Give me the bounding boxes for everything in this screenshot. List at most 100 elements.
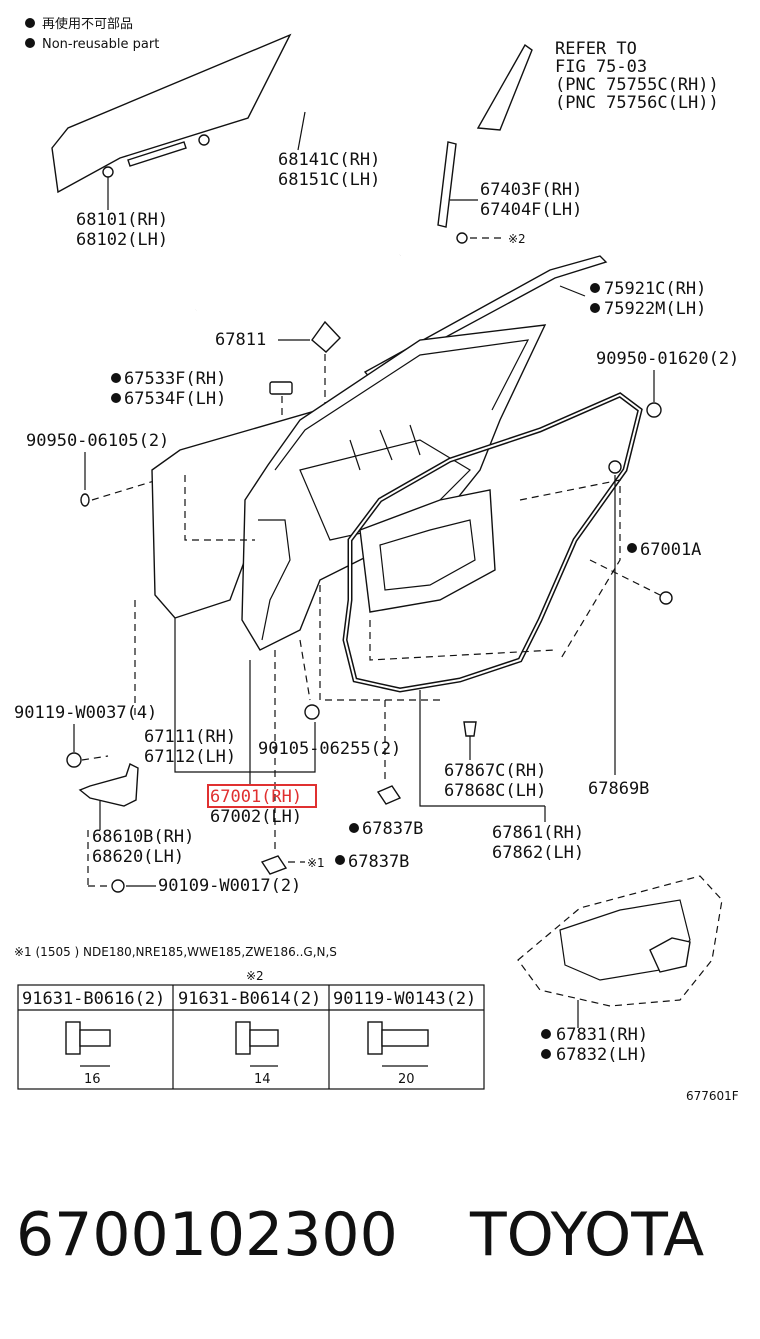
leader-line	[559, 285, 586, 297]
door-detail	[299, 439, 471, 541]
label-67811: 67811	[215, 330, 266, 350]
label-67403: 67403F(RH)	[480, 180, 582, 200]
mark-1: ※1	[307, 856, 325, 870]
label-67001: 67001(RH)	[210, 787, 302, 807]
door-hinge	[78, 763, 139, 807]
legend-dot-icon	[25, 18, 35, 28]
stopper-pad	[269, 381, 293, 395]
leader-dashed	[369, 620, 556, 661]
footer-part-number: 6700102300	[16, 1200, 398, 1270]
label-67111: 67111(RH)	[144, 727, 236, 747]
leader-line	[419, 690, 545, 807]
leader-line	[297, 111, 306, 151]
bolt-shank	[79, 1029, 111, 1047]
leader-dashed	[184, 475, 255, 541]
nonreusable-dot-icon	[111, 373, 121, 383]
label-90109: 90109-W0017(2)	[158, 876, 301, 896]
glass-bolt	[198, 134, 210, 146]
label-67837b: 67837B	[348, 852, 409, 872]
bolt-cell-1: 91631-B0616(2) 16	[22, 989, 165, 1087]
label-90105: 90105-06255(2)	[258, 739, 401, 759]
bolt-head	[367, 1021, 383, 1055]
nonreusable-dot-icon	[111, 393, 121, 403]
legend-dot-icon	[25, 38, 35, 48]
bolt-shank	[249, 1029, 279, 1047]
mark-2: ※2	[508, 232, 526, 246]
leader-dashed	[519, 479, 621, 661]
lock-striker-screw	[304, 704, 320, 720]
label-75922: 75922M(LH)	[604, 299, 706, 319]
bolt-head	[235, 1021, 251, 1055]
leader-line	[174, 618, 250, 773]
bolt-shank	[381, 1029, 429, 1047]
leader-dashed	[319, 585, 440, 701]
label-68141: 68141C(RH)	[278, 150, 380, 170]
nonreusable-dot-icon	[349, 823, 359, 833]
label-90119-w0037: 90119-W0037(4)	[14, 703, 157, 723]
leader-dashed	[81, 755, 109, 761]
label-67869: 67869B	[588, 779, 649, 799]
label-68101: 68101(RH)	[76, 210, 168, 230]
label-90950-06105: 90950-06105(2)	[26, 431, 169, 451]
run-channel-inner	[194, 42, 474, 311]
label-67112: 67112(LH)	[144, 747, 236, 767]
leader-line	[249, 660, 316, 773]
door-bumper	[260, 855, 288, 875]
bolt-length: 16	[84, 1072, 101, 1087]
bolt-part-number: 90119-W0143(2)	[333, 989, 476, 1009]
legend-en: Non-reusable part	[42, 37, 159, 52]
nonreusable-dot-icon	[590, 283, 600, 293]
refer-line-3: (PNC 75755C(RH))	[555, 75, 719, 95]
nonreusable-dot-icon	[335, 855, 345, 865]
refer-line-2: FIG 75-03	[555, 57, 647, 77]
label-75921: 75921C(RH)	[604, 279, 706, 299]
leader-dashed	[589, 559, 661, 596]
door-frame-inner	[274, 339, 530, 471]
hole-plug	[80, 493, 90, 507]
label-67533: 67533F(RH)	[124, 369, 226, 389]
leader-dashed	[299, 639, 311, 701]
bolt-cell-2: 91631-B0614(2) 14	[178, 989, 321, 1087]
label-67867: 67867C(RH)	[444, 761, 546, 781]
door-plug	[659, 591, 673, 605]
nonreusable-dot-icon	[541, 1049, 551, 1059]
nonreusable-dot-icon	[590, 303, 600, 313]
pillar-garnish	[476, 43, 533, 131]
weatherstrip-clip	[463, 721, 477, 737]
hinge-bolt	[66, 752, 82, 768]
door-detail	[349, 424, 421, 471]
bolt-part-number: 91631-B0614(2)	[178, 989, 321, 1009]
bolt-part-number: 91631-B0616(2)	[22, 989, 165, 1009]
glass-channel	[127, 141, 187, 167]
legend-jp: 再使用不可部品	[42, 16, 133, 32]
nonreusable-dot-icon	[541, 1029, 551, 1039]
service-hole-cover	[359, 489, 496, 613]
label-67404: 67404F(LH)	[480, 200, 582, 220]
hinge-bolt	[111, 879, 125, 893]
service-detail	[379, 519, 476, 591]
glass-bolt	[102, 166, 114, 178]
refer-line-1: REFER TO	[555, 39, 637, 59]
door-plug	[608, 460, 622, 474]
bolt-head	[65, 1021, 81, 1055]
door-bumper	[376, 785, 402, 805]
label-68610: 68610B(RH)	[92, 827, 194, 847]
service-cover-outline	[517, 875, 723, 1007]
refer-line-4: (PNC 75756C(LH))	[555, 93, 719, 113]
label-67868: 67868C(LH)	[444, 781, 546, 801]
label-90950-01620: 90950-01620(2)	[596, 349, 739, 369]
bolt-cell-3: 90119-W0143(2) 20	[333, 989, 476, 1087]
highlight-box	[207, 784, 317, 808]
nonreusable-dot-icon	[627, 543, 637, 553]
label-67534: 67534F(LH)	[124, 389, 226, 409]
grommet	[646, 402, 662, 418]
label-67001A: 67001A	[640, 540, 701, 560]
label-67002: 67002(LH)	[210, 807, 302, 827]
label-68620: 68620(LH)	[92, 847, 184, 867]
bolt-table	[17, 984, 485, 1090]
label-67832: 67832(LH)	[556, 1045, 648, 1065]
label-68151: 68151C(LH)	[278, 170, 380, 190]
door-shell	[241, 324, 547, 651]
